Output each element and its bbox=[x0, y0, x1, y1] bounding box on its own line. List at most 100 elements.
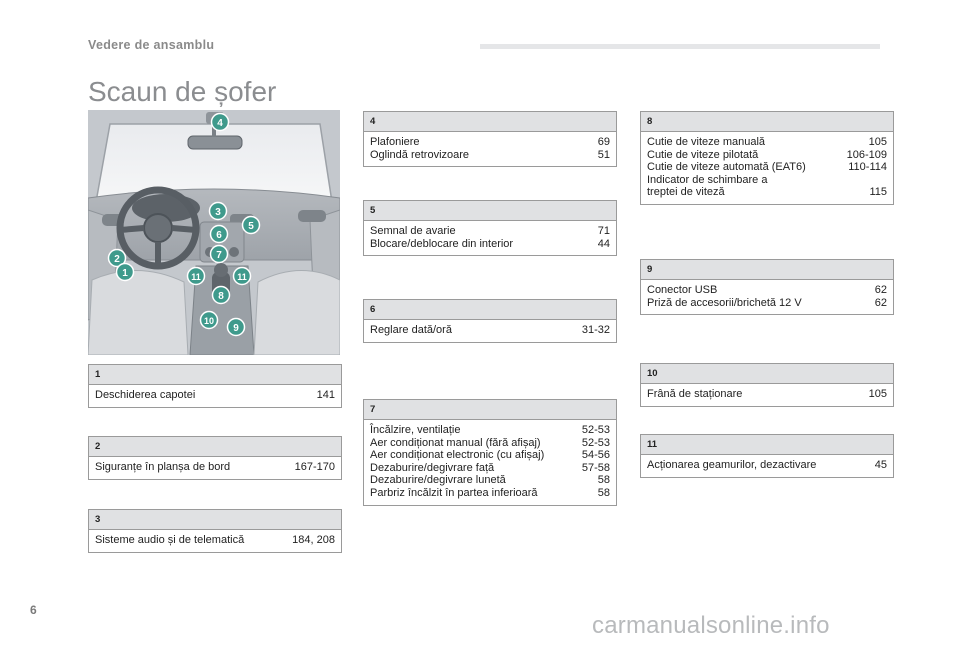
ref-label: Aer condiționat manual (fără afișaj) bbox=[370, 436, 541, 449]
cockpit-drawing bbox=[88, 110, 340, 355]
marker-11-left: 11 bbox=[186, 266, 206, 291]
box-number: 6 bbox=[364, 300, 616, 320]
ref-label: Conector USB bbox=[647, 284, 718, 296]
marker-label: 9 bbox=[233, 323, 239, 334]
ref-box-7: 7 Încălzire, ventilație 52-53 Aer condiți… bbox=[363, 399, 617, 506]
marker-10: 10 bbox=[199, 310, 219, 335]
ref-page: 58 bbox=[597, 474, 610, 487]
box-number: 5 bbox=[364, 201, 616, 221]
ref-label: Dezaburire/degivrare față bbox=[370, 461, 495, 474]
ref-row: Siguranțe în planșa de bord 167-170 bbox=[95, 461, 335, 474]
marker-label: 5 bbox=[248, 221, 254, 232]
ref-row: Plafoniere 69 bbox=[370, 136, 610, 149]
watermark-text: carmanualsonline.info bbox=[592, 612, 830, 639]
ref-page: 167-170 bbox=[294, 461, 335, 473]
ref-page: 105 bbox=[868, 388, 887, 400]
marker-label: 10 bbox=[204, 316, 214, 326]
ref-label: Siguranțe în planșa de bord bbox=[95, 461, 231, 473]
box-number: 11 bbox=[641, 435, 893, 455]
ref-page: 105 bbox=[868, 136, 887, 148]
marker-label: 7 bbox=[216, 250, 222, 261]
marker-label: 4 bbox=[217, 118, 223, 129]
marker-label: 8 bbox=[218, 291, 224, 302]
box-number: 3 bbox=[89, 510, 341, 530]
ref-label: Blocare/deblocare din interior bbox=[370, 237, 514, 250]
ref-label: Acționarea geamurilor, dezactivare bbox=[647, 459, 817, 471]
ref-row: Cutie de viteze manuală 105 bbox=[647, 136, 887, 149]
ref-row: Indicator de schimbare a treptei de vite… bbox=[647, 174, 887, 199]
marker-2: 2 bbox=[107, 248, 127, 273]
marker-6: 6 bbox=[209, 224, 229, 249]
ref-page: 51 bbox=[597, 148, 610, 161]
marker-9: 9 bbox=[226, 317, 246, 342]
section-label: Vedere de ansamblu bbox=[88, 38, 215, 52]
ref-label: Priză de accesorii/brichetă 12 V bbox=[647, 296, 802, 309]
marker-label: 6 bbox=[216, 230, 222, 241]
ref-row: Semnal de avarie 71 bbox=[370, 225, 610, 238]
ref-page: 54-56 bbox=[581, 449, 610, 462]
ref-label: Indicator de schimbare a treptei de vite… bbox=[647, 173, 768, 199]
ref-label: Cutie de viteze manuală bbox=[647, 136, 766, 148]
box-number: 1 bbox=[89, 365, 341, 385]
marker-7: 7 bbox=[209, 244, 229, 269]
ref-box-11: 11 Acționarea geamurilor, dezactivare 45 bbox=[640, 434, 894, 478]
ref-label: Încălzire, ventilație bbox=[370, 424, 461, 436]
marker-4: 4 bbox=[210, 112, 230, 137]
marker-5: 5 bbox=[241, 215, 261, 240]
marker-1: 1 bbox=[115, 262, 135, 287]
ref-page: 71 bbox=[597, 225, 610, 237]
marker-11-right: 11 bbox=[232, 266, 252, 291]
ref-box-10: 10 Frână de staționare 105 bbox=[640, 363, 894, 407]
ref-label: Dezaburire/degivrare lunetă bbox=[370, 474, 506, 487]
ref-row: Frână de staționare 105 bbox=[647, 388, 887, 401]
ref-row: Priză de accesorii/brichetă 12 V 62 bbox=[647, 297, 887, 310]
header-rule bbox=[480, 44, 880, 49]
cockpit-illustration: 4 3 5 6 7 2 1 11 11 8 10 9 bbox=[88, 110, 340, 355]
ref-label: Cutie de viteze pilotată bbox=[647, 148, 759, 161]
ref-box-8: 8 Cutie de viteze manuală 105 Cutie de vi… bbox=[640, 111, 894, 205]
marker-label: 3 bbox=[215, 207, 221, 218]
box-number: 7 bbox=[364, 400, 616, 420]
ref-label: Cutie de viteze automată (EAT6) bbox=[647, 161, 806, 174]
ref-label: Frână de staționare bbox=[647, 388, 743, 400]
ref-label: Parbriz încălzit în partea inferioară bbox=[370, 486, 538, 499]
box-number: 8 bbox=[641, 112, 893, 132]
ref-box-5: 5 Semnal de avarie 71 Blocare/deblocare d… bbox=[363, 200, 617, 257]
ref-row: Cutie de viteze automată (EAT6)110-114 bbox=[647, 161, 887, 174]
marker-label: 11 bbox=[191, 272, 201, 282]
ref-label: Plafoniere bbox=[370, 136, 420, 148]
ref-row: Aer condiționat electronic (cu afișaj) 54… bbox=[370, 449, 610, 462]
ref-page: 45 bbox=[874, 459, 887, 471]
ref-page: 58 bbox=[597, 486, 610, 499]
ref-page: 31-32 bbox=[581, 324, 610, 336]
ref-page: 69 bbox=[597, 136, 610, 148]
ref-label: Sisteme audio și de telematică bbox=[95, 534, 245, 546]
marker-label: 11 bbox=[237, 272, 247, 282]
ref-row: Dezaburire/degivrare lunetă 58 bbox=[370, 474, 610, 487]
page-number: 6 bbox=[30, 603, 37, 617]
marker-label: 2 bbox=[114, 254, 120, 265]
ref-label: Semnal de avarie bbox=[370, 225, 456, 237]
ref-page: 115 bbox=[869, 186, 887, 199]
ref-row: Aer condiționat manual (fără afișaj)52-5… bbox=[370, 437, 610, 450]
ref-label: Aer condiționat electronic (cu afișaj) bbox=[370, 449, 545, 462]
ref-page: 62 bbox=[874, 296, 887, 309]
ref-page: 52-53 bbox=[581, 424, 610, 436]
ref-page: 44 bbox=[597, 237, 610, 250]
box-number: 4 bbox=[364, 112, 616, 132]
ref-row: Parbriz încălzit în partea inferioară 58 bbox=[370, 487, 610, 500]
ref-page: 106-109 bbox=[846, 148, 887, 161]
page-title: Scaun de șofer bbox=[88, 76, 277, 107]
box-number: 10 bbox=[641, 364, 893, 384]
marker-3: 3 bbox=[208, 201, 228, 226]
ref-row: Încălzire, ventilație 52-53 bbox=[370, 424, 610, 437]
